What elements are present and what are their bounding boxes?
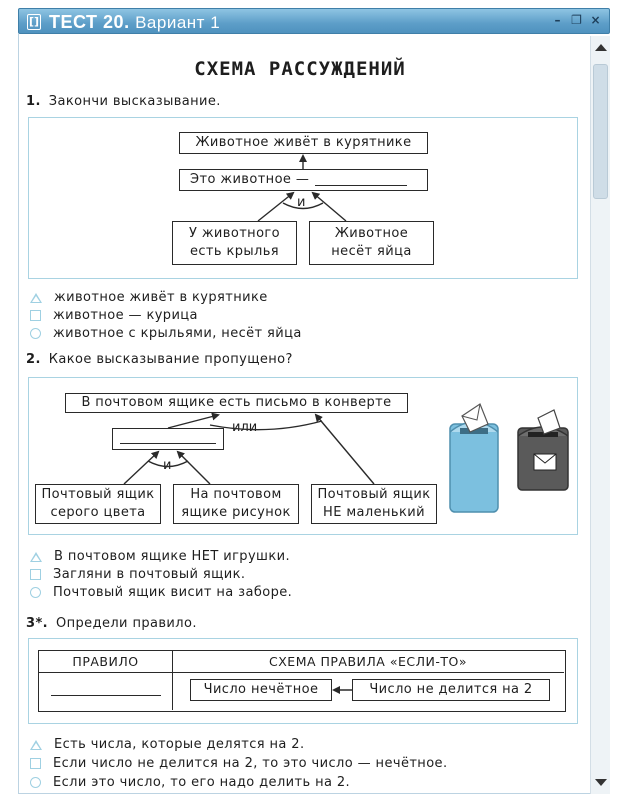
conclusion-box: Животное живёт в курятнике	[179, 132, 428, 154]
restore-button[interactable]: ❐	[571, 13, 582, 27]
scheme-column-header: СХЕМА ПРАВИЛА «ЕСЛИ-ТО»	[172, 651, 564, 673]
close-button[interactable]: ×	[590, 13, 601, 27]
square-marker-icon	[30, 758, 41, 769]
diagram-panel-1	[28, 117, 578, 279]
answer-option-2c[interactable]: Почтовый ящик висит на заборе.	[30, 585, 292, 600]
scroll-thumb[interactable]	[593, 64, 608, 199]
question-number: 1.	[26, 94, 41, 109]
if-box: Число не делится на 2	[352, 679, 550, 701]
app-icon: []	[27, 14, 41, 30]
answer-blank	[315, 174, 408, 186]
gray-mailbox-icon	[517, 409, 569, 491]
circle-marker-icon	[30, 587, 41, 598]
window-controls: – ❐ ×	[550, 13, 603, 28]
answer-option-2a[interactable]: В почтовом ящике НЕТ игрушки.	[30, 549, 290, 564]
window-title-bar: [] ТЕСТ 20. Вариант 1 – ❐ ×	[18, 8, 610, 34]
question-text: Какое высказывание пропущено?	[48, 352, 293, 367]
rule-table: ПРАВИЛО СХЕМА ПРАВИЛА «ЕСЛИ-ТО»	[38, 650, 566, 712]
square-marker-icon	[30, 569, 41, 580]
test-number: ТЕСТ 20.	[49, 12, 130, 32]
and-label: и	[297, 195, 306, 210]
question-text: Закончи высказывание.	[48, 94, 221, 109]
column-divider	[172, 651, 173, 710]
triangle-marker-icon	[30, 292, 42, 303]
answer-option-1b[interactable]: животное — курица	[30, 308, 198, 323]
scroll-down-arrow-icon[interactable]	[595, 779, 607, 786]
answer-option-1a[interactable]: животное живёт в курятнике	[30, 290, 268, 305]
conclusion-box: В почтовом ящике есть письмо в конверте	[65, 393, 408, 413]
question-number: 2.	[26, 352, 41, 367]
answer-option-2b[interactable]: Загляни в почтовый ящик.	[30, 567, 245, 582]
reasoning-box: Это животное —	[179, 169, 428, 191]
page-title: СХЕМА РАССУЖДЕНИЙ	[194, 58, 406, 80]
circle-marker-icon	[30, 328, 41, 339]
question-2: 2. Какое высказывание пропущено?	[26, 352, 293, 367]
diagram-panel-2	[28, 377, 578, 535]
circle-marker-icon	[30, 777, 41, 788]
square-marker-icon	[30, 310, 41, 321]
then-box: Число нечётное	[190, 679, 332, 701]
minimize-button[interactable]: –	[554, 13, 561, 27]
scroll-up-arrow-icon[interactable]	[595, 44, 607, 51]
triangle-marker-icon	[30, 551, 42, 562]
answer-option-3a[interactable]: Есть числа, которые делятся на 2.	[30, 737, 305, 752]
rule-answer-blank	[51, 695, 161, 696]
window-title: ТЕСТ 20. Вариант 1	[49, 12, 220, 33]
question-text: Определи правило.	[55, 616, 197, 631]
triangle-marker-icon	[30, 739, 42, 750]
variant-label: Вариант 1	[135, 13, 221, 32]
rule-column-header: ПРАВИЛО	[39, 651, 172, 673]
answer-option-3b[interactable]: Если число не делится на 2, то это число…	[30, 756, 448, 771]
question-1: 1. Закончи высказывание.	[26, 94, 221, 109]
question-number: 3*.	[26, 616, 48, 631]
mailbox-illustration	[449, 403, 569, 513]
question-3: 3*. Определи правило.	[26, 616, 197, 631]
and-label: и	[163, 458, 172, 473]
reasoning-text: Это животное —	[190, 172, 310, 187]
or-label: или	[232, 420, 258, 435]
diagram-panel-3	[28, 638, 578, 724]
missing-statement-box	[112, 428, 224, 450]
blue-mailbox-icon	[449, 403, 499, 513]
answer-blank	[120, 434, 216, 444]
page-frame	[18, 34, 610, 794]
answer-option-1c[interactable]: животное с крыльями, несёт яйца	[30, 326, 302, 341]
answer-option-3c[interactable]: Если это число, то его надо делить на 2.	[30, 775, 350, 790]
vertical-scrollbar[interactable]	[590, 36, 610, 794]
